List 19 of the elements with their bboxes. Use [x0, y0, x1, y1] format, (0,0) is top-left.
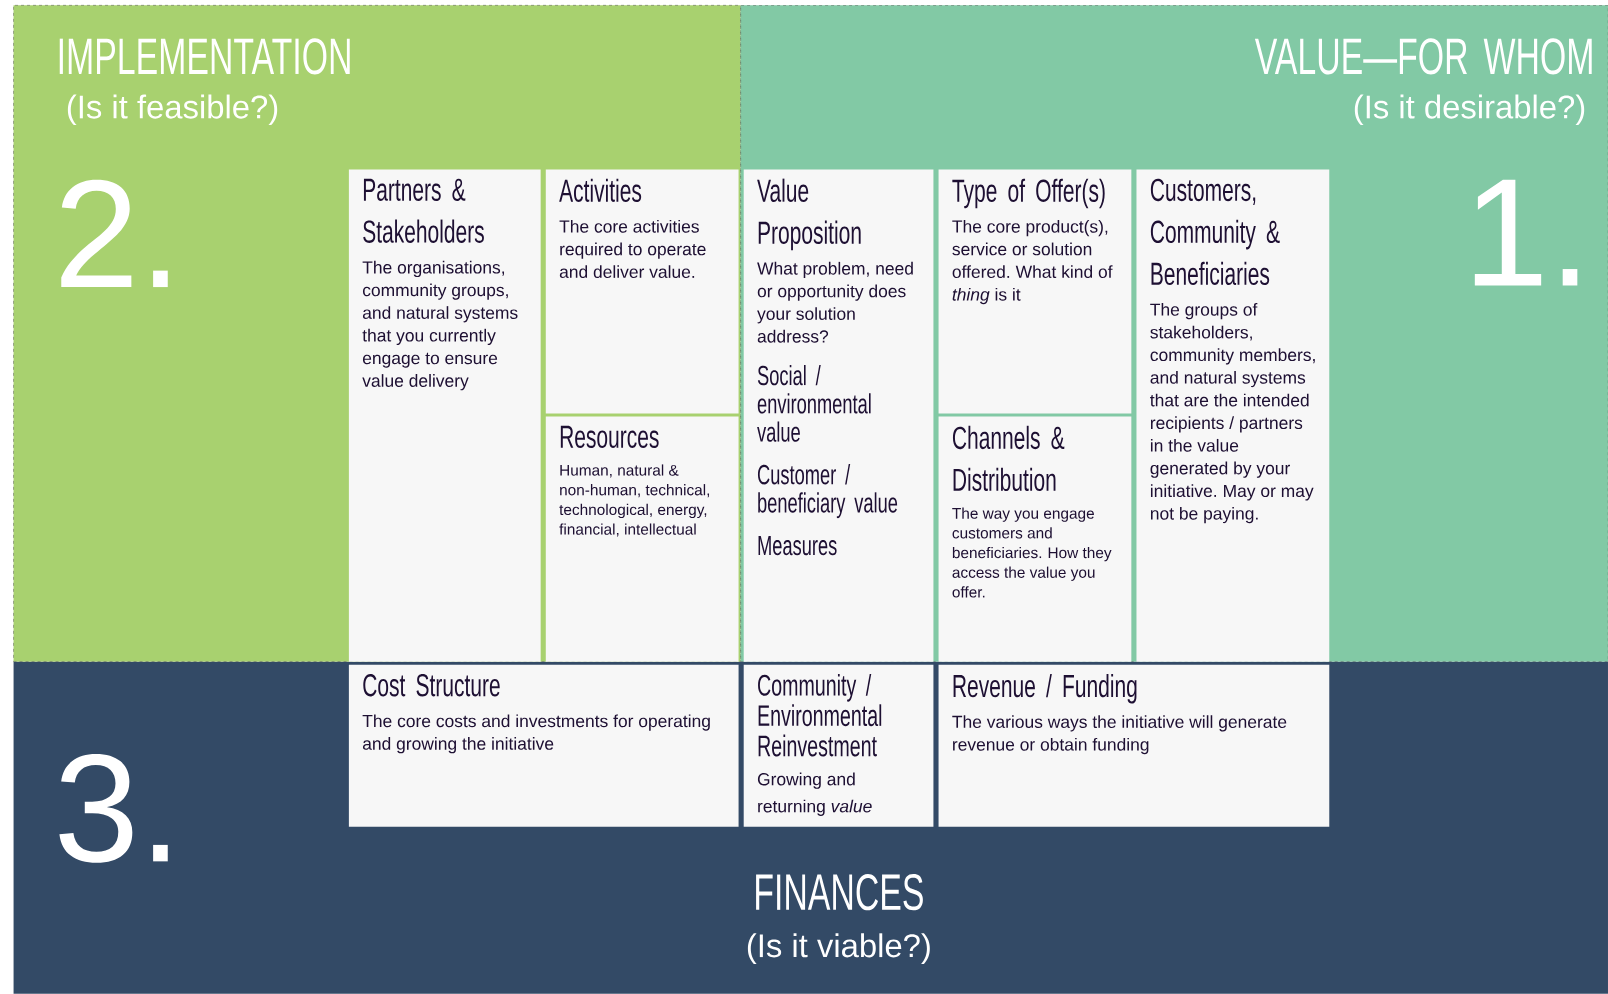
band-question: (Is it feasible?)	[67, 94, 278, 126]
band-heading: IMPLEMENTATION	[59, 38, 350, 75]
band-number: 3.	[59, 754, 168, 863]
band-question: (Is it desirable?)	[1354, 94, 1585, 126]
canvas-card: Cost Structure The core costs and investments for operating and growing the initiative	[348, 664, 739, 827]
canvas-card: Resources Human, natural & non-human, technical, technological, energy, financial, intellectual	[545, 416, 739, 662]
band-heading: FINANCES	[756, 874, 923, 911]
canvas-card: Partners & Stakeholders The organisations, community groups, and natural systems that you currently engage to ensure value delivery	[348, 169, 541, 662]
canvas-card: Channels & Distribution The way you engage customers and beneficiaries. How they access the value you offer.	[938, 416, 1132, 662]
canvas-card: Revenue / Funding The various ways the initiative will generate revenue or obtain funding	[938, 664, 1330, 827]
canvas-card: Community / Environmental Reinvestment Growing and returning value	[743, 664, 934, 827]
band-number: 2.	[61, 179, 168, 288]
canvas-card: Value Proposition What problem, need or opportunity does your solution address? Social / environmental value Customer / beneficiary value Measures	[743, 169, 934, 662]
canvas-card: Customers, Community & Beneficiaries The groups of stakeholders, community members, and natural systems that are the intended recipients / partners in the value generated by your initiative. May or may not be paying.	[1136, 169, 1330, 662]
band-question: (Is it viable?)	[747, 933, 930, 964]
band-number: 1.	[1474, 179, 1578, 286]
canvas-card: Activities The core activities required to operate and deliver value.	[545, 169, 739, 414]
band-heading: VALUE—FOR WHOM	[1254, 38, 1592, 75]
canvas-card: Type of Offer(s) The core product(s), service or solution offered. What kind of thing is it	[938, 169, 1132, 414]
